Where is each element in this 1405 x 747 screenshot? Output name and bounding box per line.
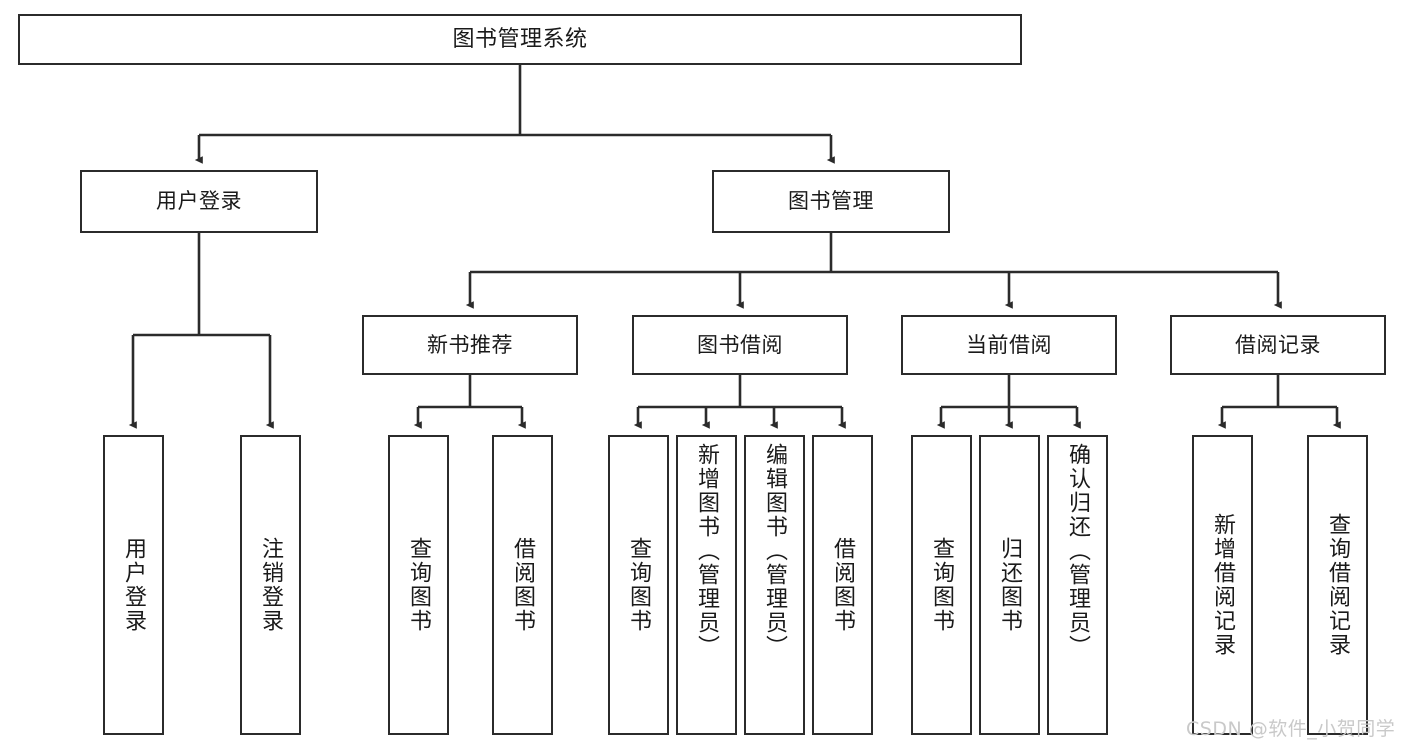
node-label: 新增借阅记录 [1210, 513, 1236, 657]
leaf-user-login-login[interactable]: 用户登录 [103, 435, 164, 735]
node-label: 图书借阅 [697, 332, 783, 357]
node-label: 确认归还（管理员） [1065, 443, 1091, 659]
leaf-current-borrow-confirm-return[interactable]: 确认归还（管理员） [1047, 435, 1108, 735]
leaf-book-borrow-edit-book[interactable]: 编辑图书（管理员） [744, 435, 805, 735]
leaf-new-book-borrow-book[interactable]: 借阅图书 [492, 435, 553, 735]
node-label: 编辑图书（管理员） [762, 443, 788, 659]
node-label: 查询图书 [929, 537, 955, 633]
node-label: 借阅图书 [510, 537, 536, 633]
node-label: 借阅图书 [830, 537, 856, 633]
node-label: 图书管理 [788, 189, 874, 214]
node-new-book-recommend[interactable]: 新书推荐 [362, 315, 578, 375]
leaf-book-borrow-query-book[interactable]: 查询图书 [608, 435, 669, 735]
node-label: 查询图书 [406, 537, 432, 633]
node-label: 用户登录 [156, 189, 242, 214]
node-label: 新增图书（管理员） [694, 443, 720, 659]
node-book-management[interactable]: 图书管理 [712, 170, 950, 233]
leaf-current-borrow-return-book[interactable]: 归还图书 [979, 435, 1040, 735]
node-label: 借阅记录 [1235, 332, 1321, 357]
watermark: CSDN @软件_小贺同学 [1186, 718, 1396, 740]
leaf-borrow-record-add-record[interactable]: 新增借阅记录 [1192, 435, 1253, 735]
node-root-system[interactable]: 图书管理系统 [18, 14, 1022, 65]
node-label: 查询图书 [626, 537, 652, 633]
node-current-borrow[interactable]: 当前借阅 [901, 315, 1117, 375]
node-borrow-record[interactable]: 借阅记录 [1170, 315, 1386, 375]
node-book-borrow[interactable]: 图书借阅 [632, 315, 848, 375]
leaf-user-login-logout[interactable]: 注销登录 [240, 435, 301, 735]
leaf-book-borrow-borrow-book[interactable]: 借阅图书 [812, 435, 873, 735]
node-label: 当前借阅 [966, 332, 1052, 357]
node-label: 新书推荐 [427, 332, 513, 357]
node-label: 查询借阅记录 [1325, 513, 1351, 657]
leaf-current-borrow-query-book[interactable]: 查询图书 [911, 435, 972, 735]
node-user-login[interactable]: 用户登录 [80, 170, 318, 233]
leaf-borrow-record-query-record[interactable]: 查询借阅记录 [1307, 435, 1368, 735]
node-label: 用户登录 [121, 537, 147, 633]
leaf-book-borrow-add-book[interactable]: 新增图书（管理员） [676, 435, 737, 735]
node-label: 图书管理系统 [452, 26, 588, 52]
leaf-new-book-query-book[interactable]: 查询图书 [388, 435, 449, 735]
node-label: 注销登录 [258, 537, 284, 633]
node-label: 归还图书 [997, 537, 1023, 633]
